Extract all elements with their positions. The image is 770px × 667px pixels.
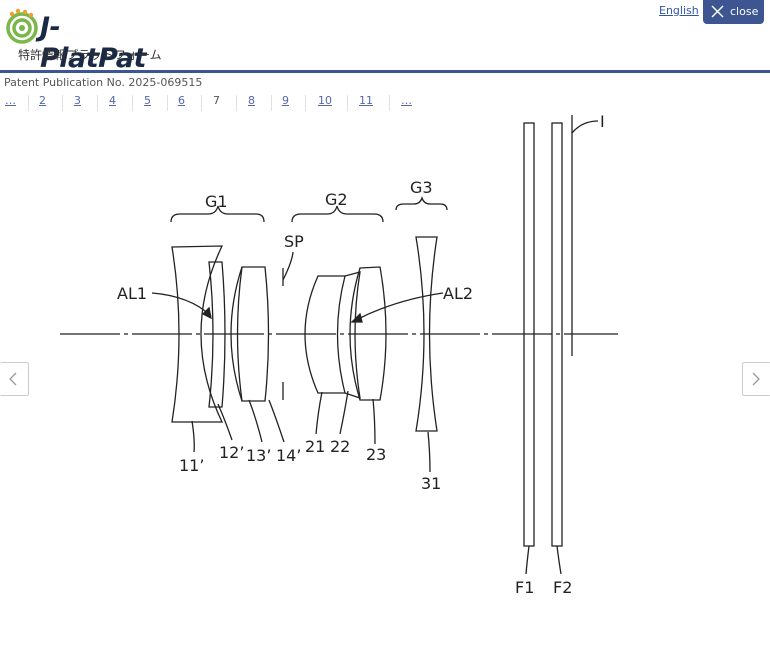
group-bracket-g3	[395, 195, 448, 211]
label-22: 22	[330, 437, 350, 456]
pager-separator	[28, 95, 29, 111]
english-link[interactable]: English	[659, 4, 699, 17]
pager-separator	[236, 95, 237, 111]
pager-item-7-current: 7	[213, 94, 220, 107]
next-page-button[interactable]	[742, 362, 770, 396]
lens-22	[344, 271, 361, 399]
previous-page-button[interactable]	[0, 362, 29, 396]
header: J-PlatPat 特許情報プラットフォーム English close	[0, 0, 770, 74]
stop-leader	[282, 251, 294, 281]
pager-item-4[interactable]: 4	[109, 94, 116, 107]
image-plane-leader	[571, 120, 599, 134]
lens-23	[349, 266, 387, 401]
pager-separator	[97, 95, 98, 111]
pager-item-3[interactable]: 3	[74, 94, 81, 107]
pager-item-2[interactable]: 2	[39, 94, 46, 107]
leader-31	[427, 431, 431, 473]
lens-14	[236, 266, 243, 402]
leader-14	[268, 399, 285, 443]
label-13: 13’	[246, 446, 271, 465]
al1-arrowhead	[201, 306, 212, 320]
lens-31	[415, 236, 438, 432]
chevron-left-icon	[9, 372, 17, 386]
lens-12	[208, 261, 226, 408]
pager-item-11[interactable]: 11	[359, 94, 373, 107]
leader-f1	[525, 545, 530, 575]
chevron-right-icon	[752, 372, 760, 386]
logo-icon	[6, 8, 38, 44]
pager-item-5[interactable]: 5	[144, 94, 151, 107]
pager-separator	[62, 95, 63, 111]
lens-21	[304, 275, 346, 394]
label-g1: G1	[205, 192, 228, 211]
lens-11	[171, 245, 224, 423]
pager-item-first-ellipsis[interactable]: …	[5, 94, 16, 107]
leader-12	[217, 403, 233, 441]
lens-13	[230, 266, 270, 402]
pager-separator	[389, 95, 390, 111]
pager-separator	[347, 95, 348, 111]
label-g3: G3	[410, 178, 433, 197]
publication-number: Patent Publication No. 2025-069515	[4, 76, 203, 89]
pager-item-9[interactable]: 9	[282, 94, 289, 107]
label-12: 12’	[219, 443, 244, 462]
group-bracket-g1	[170, 205, 265, 223]
label-21: 21	[305, 437, 325, 456]
al2-arrowhead	[350, 312, 363, 323]
pager-separator	[201, 95, 202, 111]
group-bracket-g2	[291, 205, 384, 223]
label-al2: AL2	[443, 284, 473, 303]
logo-subtitle: 特許情報プラットフォーム	[18, 48, 162, 62]
al2-leader	[355, 292, 444, 321]
label-f1: F1	[515, 578, 534, 597]
label-14: 14’	[276, 446, 301, 465]
jplatpat-logo[interactable]: J-PlatPat 特許情報プラットフォーム	[6, 6, 166, 74]
leader-21	[315, 391, 323, 435]
label-f2: F2	[553, 578, 572, 597]
patent-drawing: G1 G2 G3 SP I AL1 AL2 11’ 12’ 13’ 14’ 21…	[60, 112, 618, 597]
leader-11	[191, 420, 195, 453]
pager-item-10[interactable]: 10	[318, 94, 332, 107]
leader-f2	[556, 545, 562, 575]
leader-23	[372, 398, 376, 445]
pager-item-8[interactable]: 8	[248, 94, 255, 107]
label-g2: G2	[325, 190, 348, 209]
pager-separator	[305, 95, 306, 111]
leader-22	[339, 390, 349, 435]
pager-item-6[interactable]: 6	[178, 94, 185, 107]
pager-separator	[132, 95, 133, 111]
pager-separator	[271, 95, 272, 111]
pager-separator	[167, 95, 168, 111]
close-button[interactable]: close	[703, 0, 764, 24]
logo-title: J-PlatPat	[40, 12, 146, 74]
leader-13	[248, 399, 263, 443]
label-image-plane: I	[600, 112, 605, 131]
close-label: close	[730, 5, 759, 18]
label-al1: AL1	[117, 284, 147, 303]
pager-item-last-ellipsis[interactable]: …	[401, 94, 412, 107]
label-31: 31	[421, 474, 441, 493]
label-23: 23	[366, 445, 386, 464]
label-sp: SP	[284, 232, 304, 251]
header-divider	[0, 70, 770, 73]
label-11: 11’	[179, 456, 204, 475]
x-icon	[711, 5, 724, 18]
